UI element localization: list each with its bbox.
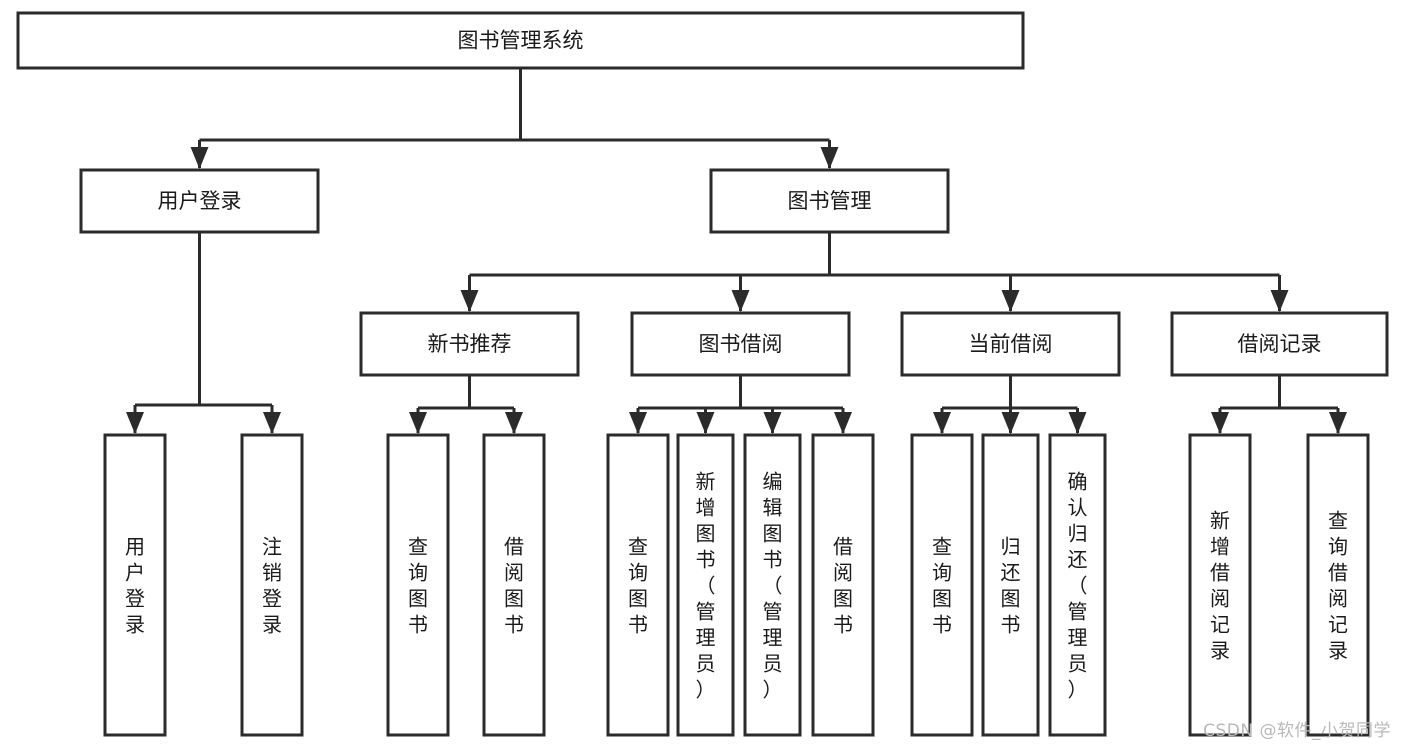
node-leaf-8[interactable]: 查询图书 — [910, 433, 974, 737]
node-label: 编辑图书（管理员） — [763, 469, 783, 701]
node-label: 确认归还（管理员） — [1068, 469, 1088, 701]
node-leaf-11[interactable]: 新增借阅记录 — [1188, 433, 1252, 737]
node-box-rect — [1170, 311, 1389, 377]
node-label: 新书推荐 — [428, 332, 512, 356]
node-label: 借阅图书 — [833, 534, 853, 636]
node-box-rect — [630, 311, 851, 377]
connector-lines — [126, 68, 1347, 434]
node-leaf-3[interactable]: 借阅图书 — [482, 433, 546, 737]
node-box-rect — [900, 311, 1121, 377]
node-box-rect — [811, 433, 875, 737]
node-boxes: 图书管理系统用户登录图书管理新书推荐图书借阅当前借阅借阅记录用户登录注销登录查询… — [16, 11, 1389, 737]
node-leaf-12[interactable]: 查询借阅记录 — [1306, 433, 1370, 737]
node-box-rect — [16, 11, 1025, 70]
node-leaf-0[interactable]: 用户登录 — [103, 433, 167, 737]
node-box-rect — [743, 433, 802, 737]
node-label: 用户登录 — [125, 534, 145, 636]
node-level2-0[interactable]: 用户登录 — [79, 168, 320, 234]
node-label: 图书借阅 — [699, 332, 783, 356]
node-box-rect — [103, 433, 167, 737]
node-box-rect — [1188, 433, 1252, 737]
node-label: 查询图书 — [408, 534, 428, 636]
node-leaf-2[interactable]: 查询图书 — [386, 433, 450, 737]
node-label: 注销登录 — [262, 534, 282, 636]
node-box-rect — [676, 433, 735, 737]
node-level2-1[interactable]: 图书管理 — [709, 168, 950, 234]
node-label: 当前借阅 — [969, 332, 1053, 356]
node-box-rect — [240, 433, 304, 737]
node-label: 查询图书 — [628, 534, 648, 636]
node-level3-0[interactable]: 新书推荐 — [359, 311, 580, 377]
node-leaf-6[interactable]: 编辑图书（管理员） — [743, 433, 802, 737]
node-level3-1[interactable]: 图书借阅 — [630, 311, 851, 377]
node-leaf-5[interactable]: 新增图书（管理员） — [676, 433, 735, 737]
node-label: 图书管理 — [788, 189, 872, 213]
node-leaf-7[interactable]: 借阅图书 — [811, 433, 875, 737]
node-level3-2[interactable]: 当前借阅 — [900, 311, 1121, 377]
node-leaf-4[interactable]: 查询图书 — [606, 433, 670, 737]
node-label: 归还图书 — [1001, 534, 1021, 636]
node-box-rect — [1048, 433, 1107, 737]
node-box-rect — [386, 433, 450, 737]
node-box-rect — [709, 168, 950, 234]
node-leaf-1[interactable]: 注销登录 — [240, 433, 304, 737]
node-label: 图书管理系统 — [458, 29, 584, 53]
node-box-rect — [482, 433, 546, 737]
node-label: 借阅记录 — [1238, 332, 1322, 356]
node-box-rect — [981, 433, 1040, 737]
node-label: 新增借阅记录 — [1210, 508, 1230, 662]
node-leaf-10[interactable]: 确认归还（管理员） — [1048, 433, 1107, 737]
node-level3-3[interactable]: 借阅记录 — [1170, 311, 1389, 377]
node-label: 用户登录 — [158, 189, 242, 213]
node-label: 查询图书 — [932, 534, 952, 636]
node-box-rect — [910, 433, 974, 737]
node-box-rect — [1306, 433, 1370, 737]
node-leaf-9[interactable]: 归还图书 — [981, 433, 1040, 737]
node-label: 新增图书（管理员） — [696, 469, 716, 701]
node-root[interactable]: 图书管理系统 — [16, 11, 1025, 70]
node-label: 查询借阅记录 — [1328, 508, 1348, 662]
node-box-rect — [606, 433, 670, 737]
node-label: 借阅图书 — [504, 534, 524, 636]
node-box-rect — [359, 311, 580, 377]
node-box-rect — [79, 168, 320, 234]
